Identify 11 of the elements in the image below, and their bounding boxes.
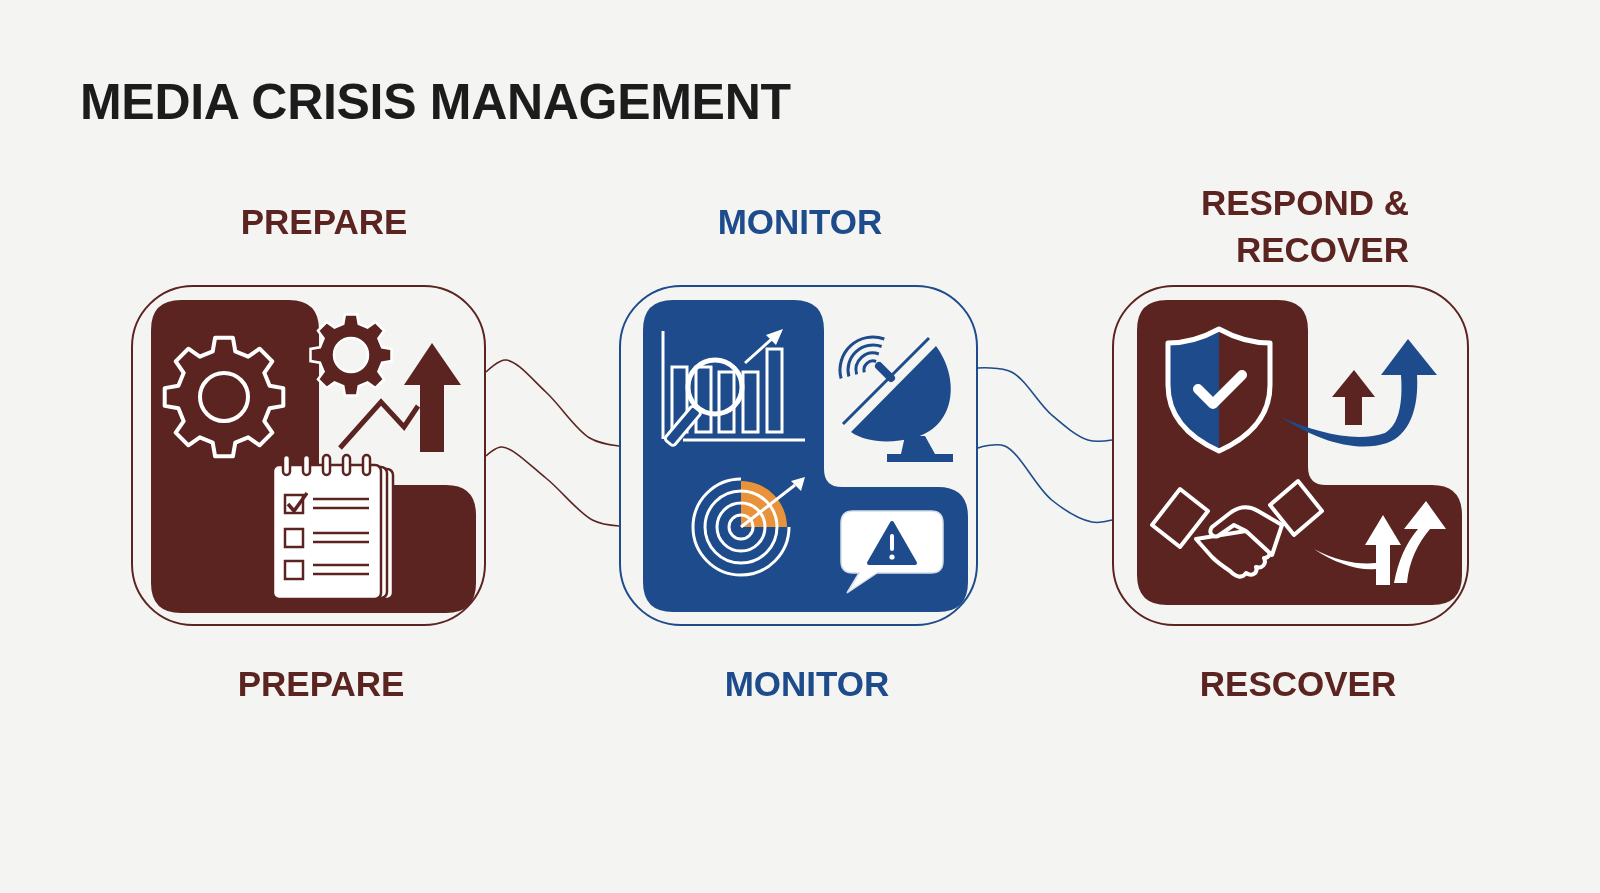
stage-heading: RESPOND & RECOVER [1199,182,1409,271]
stage-caption: MONITOR [724,663,890,705]
connector-line [977,443,1113,524]
diagram-title: MEDIA CRISIS MANAGEMENT [80,75,791,130]
stage-heading: MONITOR [717,201,883,243]
connector-line [977,367,1113,442]
stage-caption: RESCOVER [1199,663,1397,705]
connector-line [485,446,620,527]
stage-heading: PREPARE [240,201,408,243]
connector-line [485,359,620,447]
stage-caption: PREPARE [237,663,405,705]
